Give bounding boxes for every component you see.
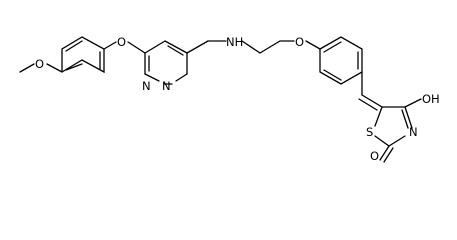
atom-N-thiazolidine: N (409, 125, 418, 139)
bond-CH-C5-outer (361, 94, 383, 108)
bond-CH2-CH2 (259, 40, 281, 54)
atom-labels: O O N N NH O S OH N O (35, 35, 440, 163)
bond-O-pyrimidine (127, 41, 146, 54)
atom-S-thiazolidine: S (366, 125, 373, 139)
atom-O-ether-2: O (295, 35, 304, 49)
atom-O-methoxy: O (35, 57, 44, 71)
bond-ring1-O (103, 41, 117, 50)
ring-thiazolidinedione (374, 106, 413, 147)
bond-CH-C5-inner (358, 98, 378, 111)
atom-O-ether-1: O (117, 35, 126, 49)
bond-C2-O-a (379, 145, 390, 161)
atom-NH-amine: NH (226, 35, 243, 49)
chemical-structure-diagram: O O N N NH O S OH N O (19, 35, 440, 163)
atom-N-pyrimidine-1: N (142, 79, 151, 93)
bonds (19, 36, 422, 163)
atom-O-carbonyl: O (370, 149, 379, 163)
bond-C2-O-b (383, 147, 394, 163)
bond-methyl-O (19, 63, 35, 73)
bond-O-ring1 (46, 63, 63, 73)
ring-pyrimidine (144, 40, 188, 85)
ring-methoxyphenyl (61, 36, 105, 74)
bond-C4-OH (404, 98, 422, 108)
bond-pyrimidine-CH2 (186, 40, 209, 54)
bond-NH-CH2 (241, 40, 261, 54)
atom-OH-hydroxyl: OH (422, 92, 440, 106)
ring-phenylene (319, 36, 363, 85)
bond-O-ring2 (305, 40, 321, 50)
atom-N-pyrimidine-2: N (162, 79, 171, 93)
